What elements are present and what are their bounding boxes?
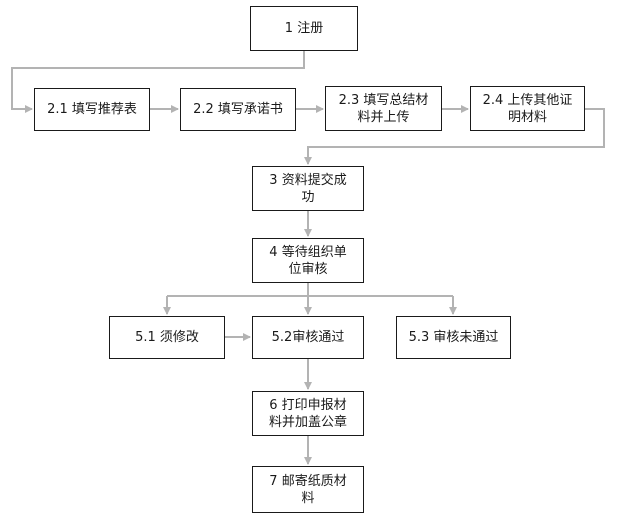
step-5-1-needs-revision-box: 5.1 须修改 — [109, 316, 225, 359]
step-1-register-box: 1 注册 — [250, 6, 358, 51]
step-6-print-and-stamp-box: 6 打印申报材 料并加盖公章 — [252, 391, 364, 436]
step-2-4-upload-proof-box: 2.4 上传其他证 明材料 — [470, 86, 585, 131]
step-4-await-review-box: 4 等待组织单 位审核 — [252, 238, 364, 283]
step-2-3-upload-summary-box: 2.3 填写总结材 料并上传 — [325, 86, 442, 131]
edge-1-to-2-1 — [11, 51, 305, 113]
step-7-mail-materials-box: 7 邮寄纸质材 料 — [252, 466, 364, 513]
step-3-submitted-box: 3 资料提交成 功 — [252, 166, 364, 211]
edge-2-4-to-3 — [304, 108, 605, 165]
step-5-3-rejected-box: 5.3 审核未通过 — [396, 316, 511, 359]
step-2-2-fill-commitment-box: 2.2 填写承诺书 — [180, 88, 296, 131]
step-2-1-fill-recommendation-box: 2.1 填写推荐表 — [34, 88, 150, 131]
step-5-2-approved-box: 5.2审核通过 — [252, 316, 364, 359]
